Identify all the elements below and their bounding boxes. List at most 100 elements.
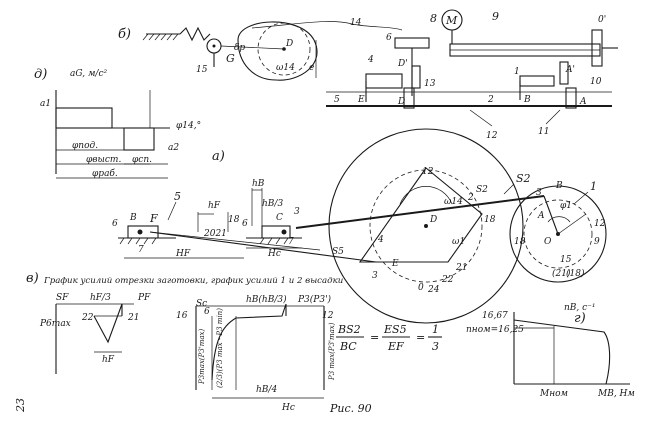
label-2-main: S2 bbox=[516, 172, 531, 185]
label-phi-pod: φпод. bbox=[72, 141, 98, 151]
svg-text:O: O bbox=[544, 237, 552, 247]
label-M: M bbox=[445, 14, 458, 27]
svg-text:12: 12 bbox=[594, 219, 606, 229]
svg-text:hF: hF bbox=[102, 355, 115, 365]
label-10: 10 bbox=[590, 77, 602, 87]
svg-text:Mном: Mном bbox=[539, 389, 568, 399]
svg-text:(2/3)(P3 max - P3 min): (2/3)(P3 max - P3 min) bbox=[216, 308, 224, 388]
label-a: а) bbox=[212, 149, 225, 164]
label-0p: 0' bbox=[598, 15, 606, 25]
label-9: 9 bbox=[492, 10, 499, 23]
label-a1: a1 bbox=[40, 99, 51, 109]
label-2-b: 2 bbox=[487, 95, 494, 105]
svg-text:6: 6 bbox=[204, 307, 210, 317]
label-Dp: D' bbox=[397, 59, 408, 69]
svg-text:9: 9 bbox=[594, 237, 600, 247]
svg-text:hB/4: hB/4 bbox=[256, 385, 277, 395]
label-phi-vyst: φвыст. bbox=[86, 155, 121, 165]
svg-text:Hc: Hc bbox=[281, 403, 295, 413]
svg-text:6: 6 bbox=[242, 219, 248, 229]
label-delta-p: δр bbox=[234, 43, 245, 53]
label-13: 13 bbox=[424, 79, 436, 89]
label-11-call: 11 bbox=[538, 127, 549, 137]
label-a2: a2 bbox=[168, 143, 179, 153]
svg-text:6: 6 bbox=[112, 219, 118, 229]
svg-text:7: 7 bbox=[288, 237, 294, 247]
label-phi-sp: φсп. bbox=[132, 155, 152, 165]
svg-text:21: 21 bbox=[127, 313, 139, 323]
svg-text:=: = bbox=[370, 331, 379, 344]
svg-text:12: 12 bbox=[322, 311, 334, 321]
label-E-b: E bbox=[357, 95, 365, 105]
svg-text:18: 18 bbox=[228, 215, 240, 225]
label-v: в) bbox=[26, 271, 39, 286]
figure-caption: Рис. 90 bbox=[329, 402, 372, 415]
svg-text:P3max(P3'max): P3max(P3'max) bbox=[198, 329, 206, 386]
svg-text:hB/3: hB/3 bbox=[262, 199, 283, 209]
mechanism-scheme: 12 D ω14 4 E 3 0 24 22 21 S2 18 ω1 3 B φ… bbox=[112, 128, 607, 324]
force-title: График усилий отрезки заготовки, график … bbox=[43, 276, 343, 286]
svg-text:3: 3 bbox=[372, 271, 378, 281]
svg-text:E: E bbox=[391, 259, 399, 269]
svg-text:F: F bbox=[149, 212, 158, 225]
svg-text:hF: hF bbox=[208, 201, 221, 211]
svg-text:2021: 2021 bbox=[203, 229, 227, 239]
label-15-top: 15 bbox=[196, 65, 208, 75]
svg-text:6: 6 bbox=[386, 33, 392, 43]
svg-text:0: 0 bbox=[418, 283, 424, 293]
label-omega14: ω14 bbox=[444, 197, 463, 207]
label-G: G bbox=[226, 52, 235, 65]
svg-text:4: 4 bbox=[377, 235, 384, 245]
svg-text:Hc: Hc bbox=[267, 249, 281, 259]
label-omega14-cam: ω14 bbox=[276, 63, 295, 73]
svg-text:SF: SF bbox=[56, 293, 69, 303]
svg-text:18: 18 bbox=[484, 215, 496, 225]
svg-text:ES5: ES5 bbox=[383, 323, 407, 336]
svg-text:22: 22 bbox=[81, 313, 94, 323]
svg-text:16: 16 bbox=[176, 311, 188, 321]
svg-text:3: 3 bbox=[432, 340, 439, 353]
svg-text:BC: BC bbox=[339, 340, 357, 353]
svg-text:MB, Нм: MB, Нм bbox=[597, 389, 635, 399]
svg-text:φ1: φ1 bbox=[560, 201, 572, 211]
svg-text:nном=16,25: nном=16,25 bbox=[466, 325, 524, 335]
svg-text:S5: S5 bbox=[332, 247, 344, 257]
svg-text:15: 15 bbox=[560, 255, 572, 265]
svg-text:PF: PF bbox=[137, 293, 151, 303]
label-g: г) bbox=[574, 311, 586, 326]
svg-text:3: 3 bbox=[294, 207, 300, 217]
svg-text:=: = bbox=[416, 331, 425, 344]
svg-text:P3 max(P3'max): P3 max(P3'max) bbox=[328, 322, 336, 381]
svg-text:12: 12 bbox=[422, 167, 434, 177]
svg-text:A: A bbox=[537, 211, 545, 221]
svg-text:3: 3 bbox=[536, 188, 542, 198]
svg-text:24: 24 bbox=[427, 285, 440, 295]
label-5-b: 5 bbox=[334, 95, 340, 105]
svg-text:Sc: Sc bbox=[196, 299, 207, 309]
ratio-formula: BS2 BC = ES5 EF = 1 3 bbox=[336, 323, 442, 353]
page-number: 23 bbox=[14, 398, 27, 413]
label-5-main: 5 bbox=[174, 190, 181, 203]
svg-text:HF: HF bbox=[175, 249, 191, 259]
svg-text:hB: hB bbox=[252, 179, 265, 189]
svg-text:nB, c⁻¹: nB, c⁻¹ bbox=[564, 303, 596, 313]
label-1-b: 1 bbox=[514, 67, 520, 77]
force-graphs: SF hF/3 PF P6max 22 21 hF Sc 16 6 hB(hB/… bbox=[39, 293, 336, 413]
svg-text:18: 18 bbox=[514, 237, 526, 247]
label-1-main: 1 bbox=[590, 180, 597, 193]
label-phi14: φ14,° bbox=[176, 121, 201, 131]
svg-text:B: B bbox=[129, 213, 137, 223]
label-8: 8 bbox=[430, 12, 437, 25]
label-B-b: B bbox=[523, 95, 531, 105]
svg-text:EF: EF bbox=[387, 340, 404, 353]
label-14: 14 bbox=[350, 18, 362, 28]
svg-text:hB(hB/3): hB(hB/3) bbox=[246, 294, 287, 305]
acceleration-diagram: aG, м/с² a1 a2 φ14,° φпод. φвыст. φсп. φ… bbox=[40, 69, 201, 179]
label-4-b: 4 bbox=[367, 55, 374, 65]
label-phi-rab: φраб. bbox=[92, 168, 118, 179]
label-d: д) bbox=[34, 67, 47, 82]
label-D-b: D bbox=[397, 97, 405, 107]
label-b: б) bbox=[118, 27, 131, 42]
svg-text:hF/3: hF/3 bbox=[90, 293, 111, 303]
